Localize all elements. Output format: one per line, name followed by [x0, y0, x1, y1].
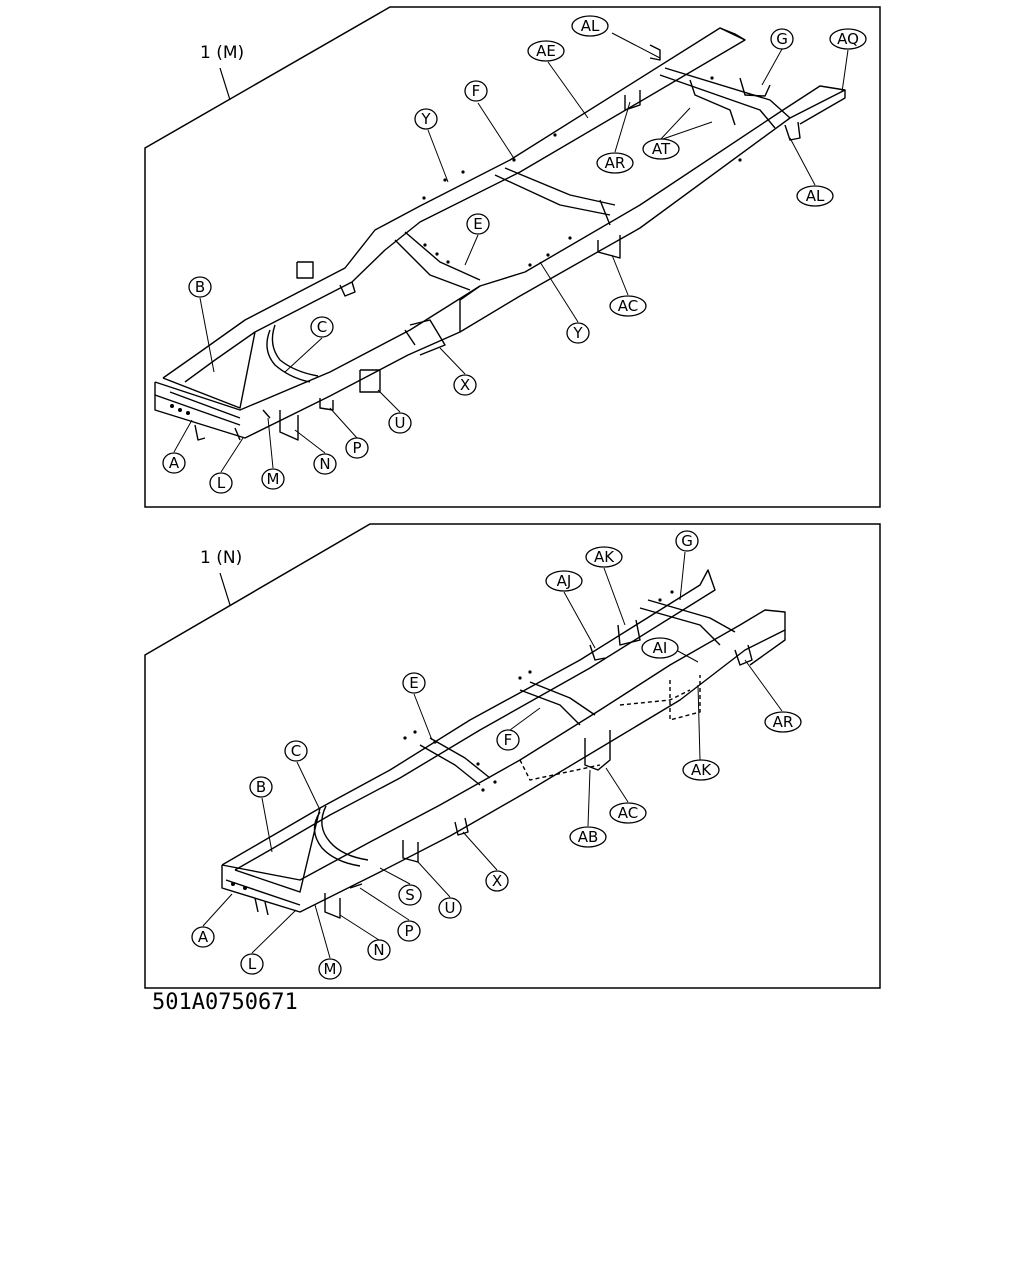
callout-b-n: B [249, 776, 273, 798]
svg-text:E: E [409, 674, 418, 692]
svg-text:C: C [317, 318, 327, 336]
svg-text:U: U [395, 414, 406, 432]
callout-l-n: L [240, 953, 264, 975]
callout-ai: AI [641, 637, 679, 659]
callout-g-n: G [675, 530, 699, 552]
svg-text:C: C [291, 742, 301, 760]
svg-text:X: X [492, 872, 502, 890]
svg-text:AQ: AQ [837, 30, 859, 48]
callout-f: F [464, 80, 488, 102]
svg-text:X: X [460, 376, 470, 394]
callout-ae: AE [527, 40, 565, 62]
chassis-frame-n [221, 569, 786, 919]
reference-code: 501A0750671 [152, 990, 298, 1015]
svg-text:L: L [248, 955, 257, 973]
callout-m-n: M [318, 958, 342, 980]
svg-text:F: F [472, 82, 481, 100]
svg-text:G: G [776, 30, 788, 48]
panel-n: 1 (N) [144, 523, 881, 989]
svg-text:AL: AL [806, 187, 825, 205]
svg-text:U: U [445, 899, 456, 917]
callout-ak-bottom: AK [682, 759, 720, 781]
svg-text:F: F [504, 731, 513, 749]
callout-al-bottom: AL [796, 185, 834, 207]
callout-c: C [310, 316, 334, 338]
callout-aj: AJ [545, 570, 583, 592]
svg-text:M: M [267, 470, 280, 488]
callout-ac: AC [609, 295, 647, 317]
callout-e-n: E [402, 672, 426, 694]
callout-ar: AR [596, 152, 634, 174]
svg-text:S: S [405, 886, 415, 904]
svg-text:AL: AL [581, 17, 600, 35]
callout-ac-n: AC [609, 802, 647, 824]
callout-b: B [188, 276, 212, 298]
callout-ar-n: AR [764, 711, 802, 733]
callout-a-n: A [191, 926, 215, 948]
callout-al-top: AL [571, 15, 609, 37]
callout-p-n: P [397, 920, 421, 942]
svg-text:A: A [198, 928, 209, 946]
svg-text:G: G [681, 532, 693, 550]
callout-u-n: U [438, 897, 462, 919]
svg-text:AK: AK [594, 548, 615, 566]
svg-text:N: N [319, 455, 330, 473]
callout-u: U [388, 412, 412, 434]
callout-x-n: X [485, 870, 509, 892]
svg-text:AI: AI [653, 639, 668, 657]
panel-n-title: 1 (N) [200, 548, 242, 568]
svg-text:AR: AR [605, 154, 626, 172]
svg-text:B: B [256, 778, 266, 796]
panel-m-title: 1 (M) [200, 43, 244, 63]
callout-at: AT [642, 138, 680, 160]
svg-text:M: M [324, 960, 337, 978]
callout-ab: AB [569, 826, 607, 848]
svg-text:B: B [195, 278, 205, 296]
svg-text:P: P [404, 922, 413, 940]
svg-text:AC: AC [618, 804, 638, 822]
svg-text:AE: AE [536, 42, 556, 60]
svg-text:N: N [373, 941, 384, 959]
svg-text:L: L [217, 474, 226, 492]
callout-y-top: Y [414, 108, 438, 130]
callout-l: L [209, 472, 233, 494]
leaders-m [173, 32, 849, 473]
callout-n-n: N [367, 939, 391, 961]
chassis-frame-m [154, 27, 846, 441]
callout-n: N [313, 453, 337, 475]
svg-text:AC: AC [618, 297, 638, 315]
svg-text:Y: Y [572, 324, 583, 342]
callout-g: G [770, 28, 794, 50]
svg-text:P: P [352, 439, 361, 457]
callout-ak-top: AK [585, 546, 623, 568]
callout-e: E [466, 213, 490, 235]
svg-text:E: E [473, 215, 482, 233]
callout-m: M [261, 468, 285, 490]
panel-n-border [144, 523, 881, 989]
callout-s: S [398, 884, 422, 906]
callout-f-n: F [496, 729, 520, 751]
svg-text:AK: AK [691, 761, 712, 779]
callout-a: A [162, 452, 186, 474]
callout-x: X [453, 374, 477, 396]
svg-text:AR: AR [773, 713, 794, 731]
panel-m-border [144, 6, 881, 508]
rivet-holes-m [170, 76, 742, 415]
svg-text:A: A [169, 454, 180, 472]
callout-c-n: C [284, 740, 308, 762]
svg-text:AB: AB [578, 828, 599, 846]
leaders-n [202, 551, 783, 959]
callout-p: P [345, 437, 369, 459]
svg-text:AJ: AJ [557, 572, 572, 590]
svg-text:Y: Y [420, 110, 431, 128]
callout-y-bottom: Y [566, 322, 590, 344]
rivet-holes-n [231, 590, 674, 890]
callout-aq: AQ [829, 28, 867, 50]
svg-text:AT: AT [652, 140, 671, 158]
panel-m: 1 (M) [144, 6, 881, 508]
